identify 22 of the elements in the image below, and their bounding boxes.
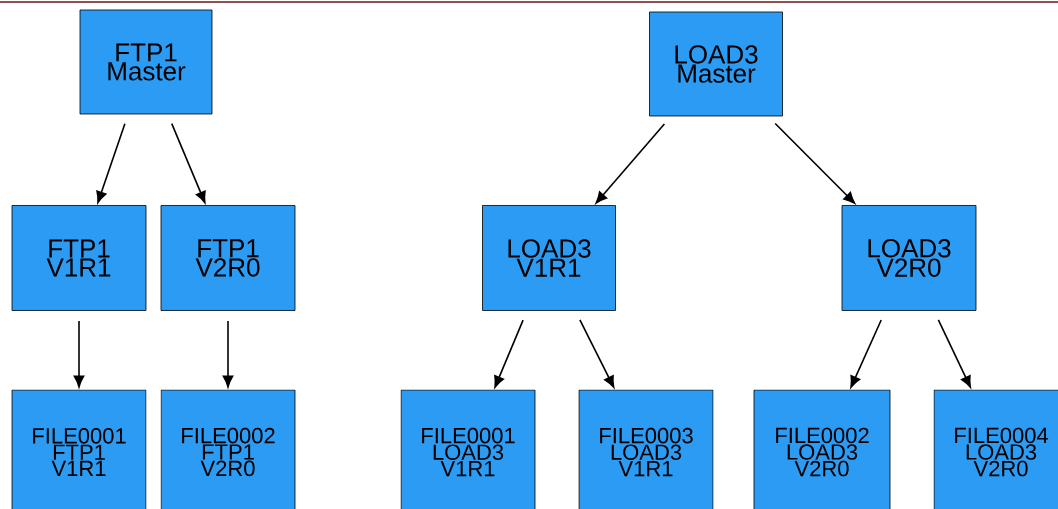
arrow xyxy=(494,319,524,388)
process-box: LOAD3 Master xyxy=(649,11,783,117)
process-box: FTP1 V2R0 xyxy=(160,205,296,311)
process-box: LOAD3 V2R0 xyxy=(841,205,977,311)
arrow xyxy=(937,319,972,388)
arrow xyxy=(774,122,856,204)
arrow xyxy=(73,320,85,388)
process-box: FTP1 Master xyxy=(79,9,213,115)
arrow xyxy=(595,123,666,204)
arrow xyxy=(579,319,615,388)
arrow xyxy=(222,320,234,388)
process-box: FILE0004 LOAD3 V2R0 xyxy=(933,389,1058,509)
process-box: FILE0002 FTP1 V2R0 xyxy=(160,389,296,509)
process-box: LOAD3 V1R1 xyxy=(482,205,616,311)
process-box: FTP1 V1R1 xyxy=(11,205,147,311)
process-box: FILE0003 LOAD3 V1R1 xyxy=(578,389,714,509)
arrow xyxy=(96,123,126,204)
process-box: FILE0001 FTP1 V1R1 xyxy=(11,389,147,509)
arrow xyxy=(850,319,882,388)
arrow xyxy=(170,122,206,204)
process-box: FILE0001 LOAD3 V1R1 xyxy=(400,389,536,509)
process-box: FILE0002 LOAD3 V2R0 xyxy=(753,389,891,509)
